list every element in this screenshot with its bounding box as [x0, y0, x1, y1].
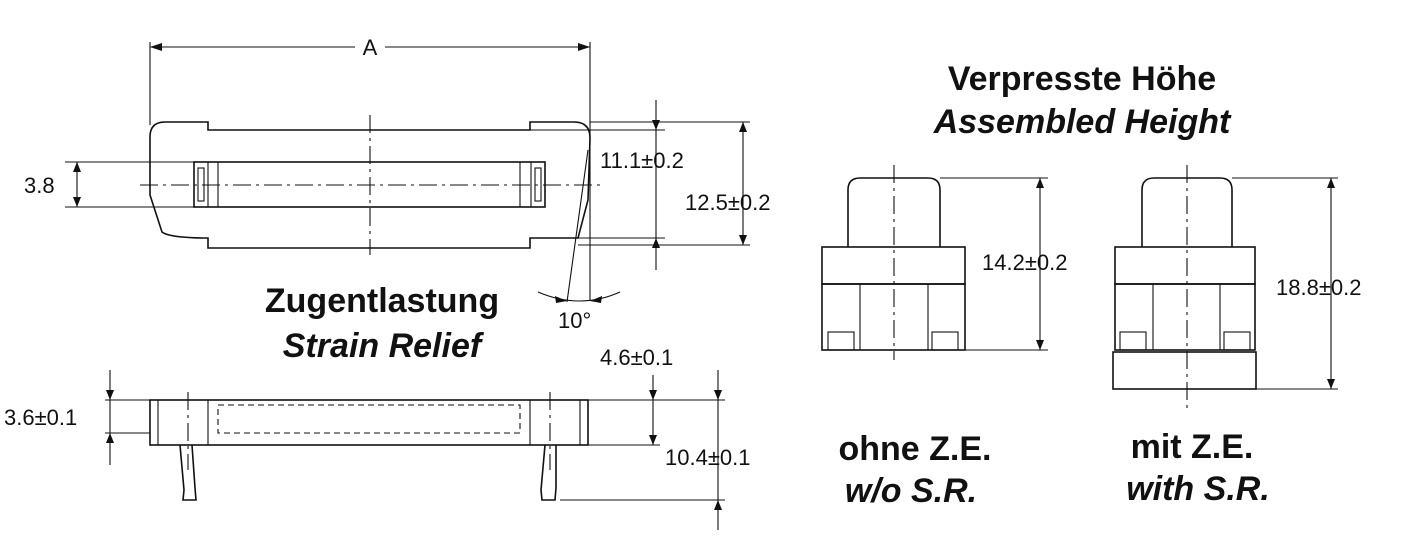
dim-18-8-label: 18.8±0.2 — [1276, 275, 1361, 300]
right-latch — [540, 444, 557, 501]
dim-4-6-label: 4.6±0.1 — [600, 345, 673, 370]
dim-a-label: A — [363, 35, 378, 60]
assembled-height-title-de: Verpresste Höhe — [948, 60, 1216, 98]
dim-angle-label: 10° — [558, 308, 591, 333]
dim-14-2-label: 14.2±0.2 — [982, 250, 1067, 275]
with-sr-label-de: mit Z.E. — [1131, 428, 1254, 466]
strain-relief-bar — [1112, 351, 1257, 390]
dim-10-4-label: 10.4±0.1 — [665, 445, 750, 470]
side-view-hidden-slot — [217, 404, 521, 434]
dim-3-8-label: 3.8 — [24, 173, 55, 198]
left-latch — [179, 444, 197, 501]
strain-relief-title-de: Zugentlastung — [265, 282, 499, 320]
dim-3-6-label: 3.6±0.1 — [4, 405, 77, 430]
dim-11-1-label: 11.1±0.2 — [600, 148, 684, 173]
with-sr-label-en: with S.R. — [1126, 470, 1270, 508]
without-sr-label-de: ohne Z.E. — [839, 430, 992, 468]
strain-relief-title-en: Strain Relief — [283, 327, 485, 365]
side-view: 3.6±0.1 4.6±0.1 10.4±0.1 — [4, 345, 750, 530]
side-view-body — [149, 399, 589, 446]
connector-with-strain-relief: 18.8±0.2 — [1112, 165, 1361, 412]
dim-12-5-label: 12.5±0.2 — [685, 190, 770, 215]
top-view-outline — [149, 121, 591, 249]
without-sr-label-en: w/o S.R. — [845, 472, 977, 510]
connector-without-strain-relief: 14.2±0.2 — [821, 165, 1067, 360]
assembled-height-title-en: Assembled Height — [933, 103, 1232, 141]
top-view: A 3.8 11.1±0.2 12.5±0.2 10° — [24, 35, 770, 333]
